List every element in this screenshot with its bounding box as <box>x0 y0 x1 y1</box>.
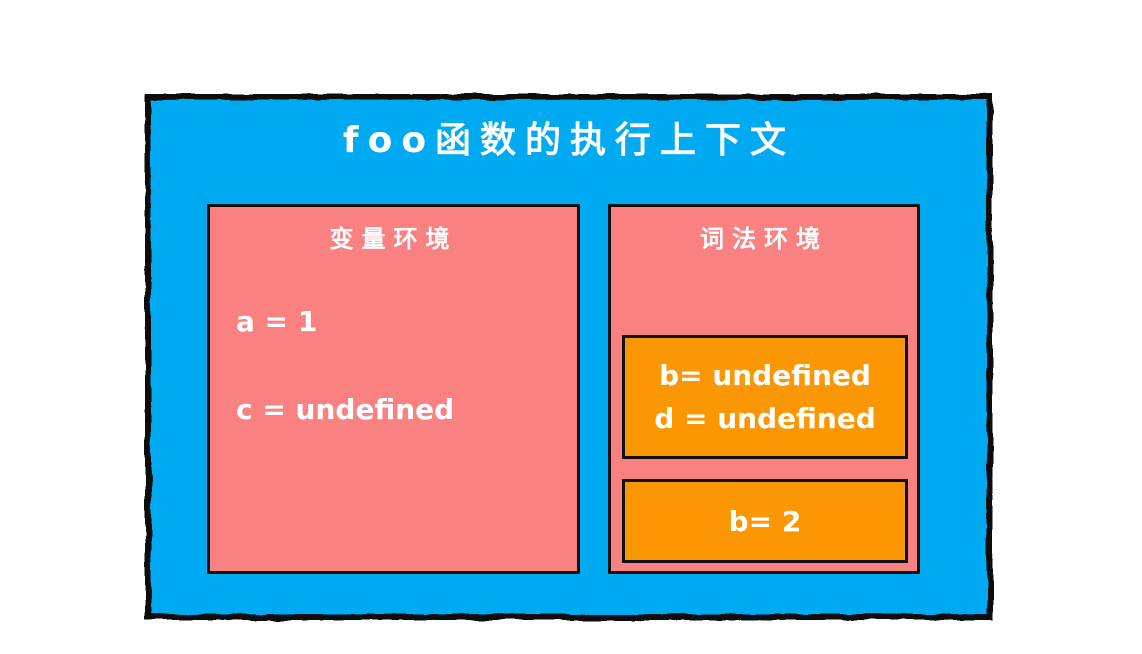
variable-environment-label: 变量环境 <box>329 225 458 253</box>
lexical-environment-label: 词法环境 <box>700 225 828 253</box>
lexical-block-inner: b= 2 <box>622 479 908 563</box>
lexical-entry-b-undefined: b= undefined <box>659 359 871 392</box>
lexical-block-outer: b= undefined d = undefined <box>622 335 908 459</box>
lexical-entry-d-undefined: d = undefined <box>654 402 876 435</box>
lexical-entry-b-2: b= 2 <box>728 504 802 538</box>
variable-entry-c: c = undefined <box>236 393 455 426</box>
variable-environment-box: 变量环境 a = 1 c = undefined <box>207 204 580 574</box>
diagram-title: foo函数的执行上下文 <box>342 120 796 161</box>
variable-entry-a: a = 1 <box>236 305 318 338</box>
lexical-environment-box: 词法环境 b= undefined d = undefined b= 2 <box>608 204 920 574</box>
execution-context-box: foo函数的执行上下文 变量环境 a = 1 c = undefined 词法环… <box>145 94 993 620</box>
